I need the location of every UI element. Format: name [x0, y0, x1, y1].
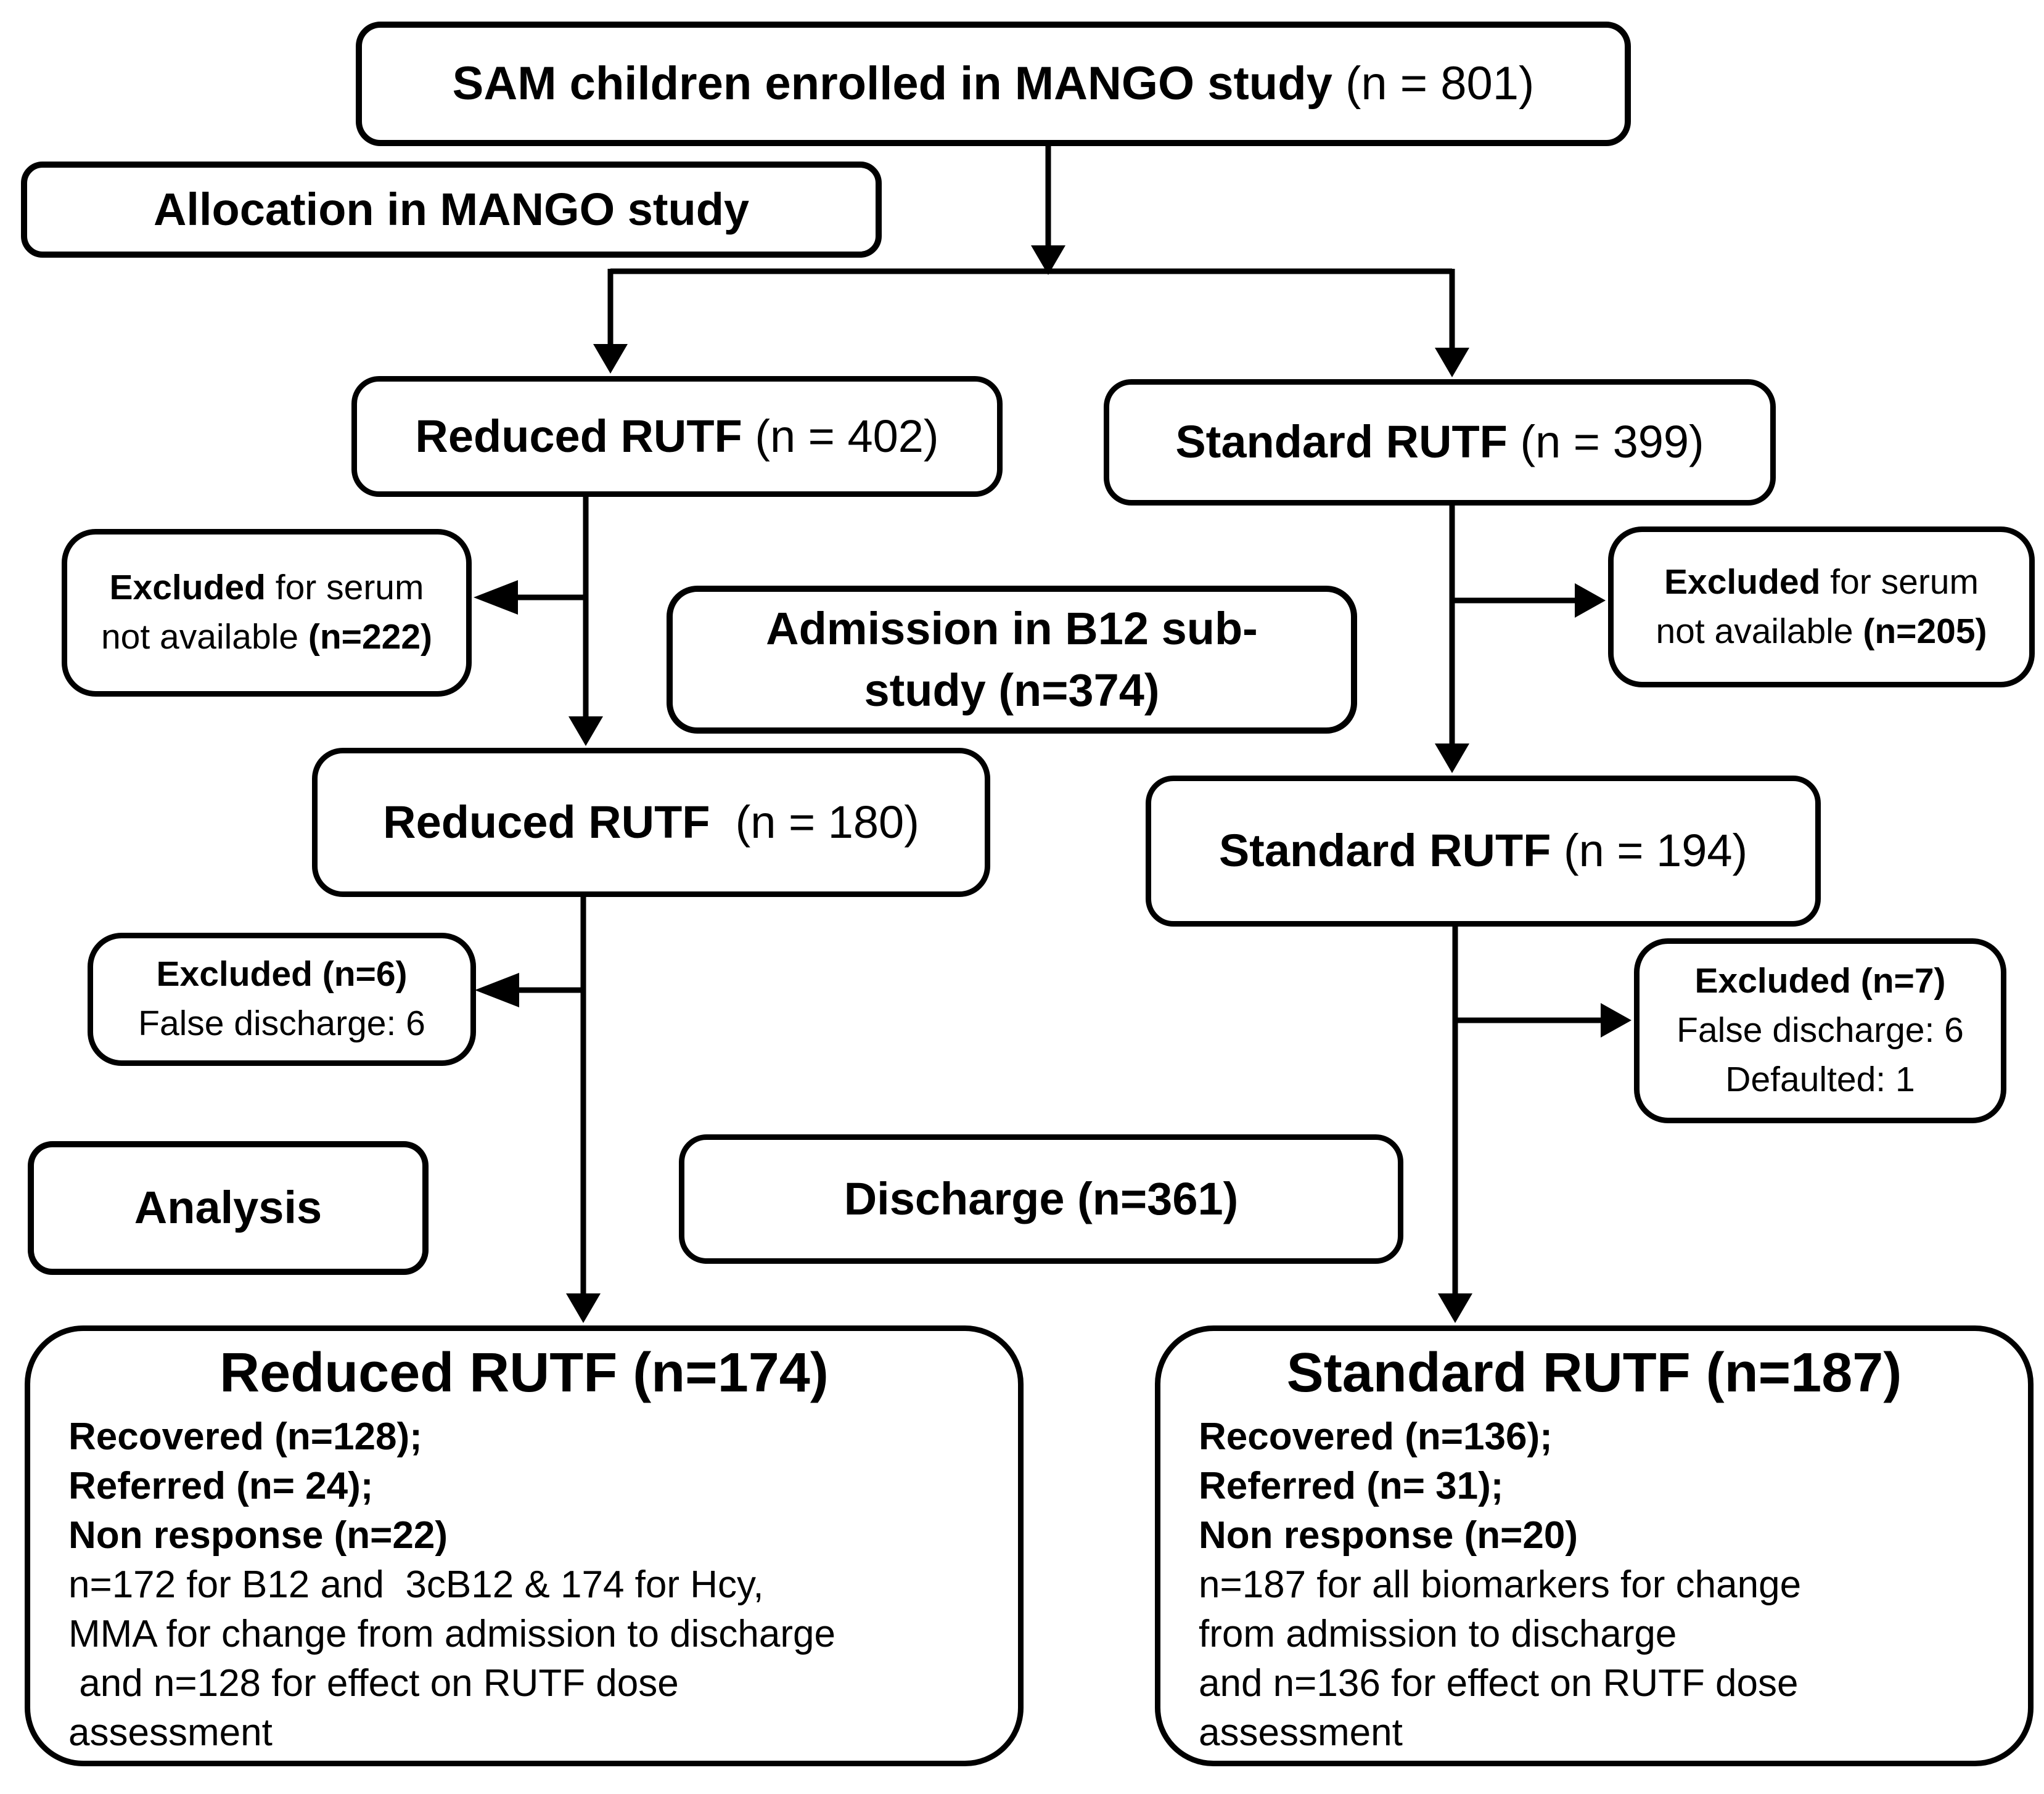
- text-line: MMA for change from admission to dischar…: [68, 1613, 835, 1655]
- text-line: Reduced RUTF (n = 402): [415, 410, 939, 462]
- text-line: Referred (n= 31);: [1199, 1465, 1504, 1507]
- text-line: False discharge: 6: [138, 1004, 425, 1043]
- text-line: SAM children enrolled in MANGO study (n …: [452, 57, 1535, 110]
- node-reduced-rutf-402-text: Reduced RUTF (n = 402): [415, 407, 938, 466]
- node-excluded-7: Excluded (n=7) False discharge: 6 Defaulte…: [1634, 938, 2006, 1123]
- arrowhead-standard194: [1435, 743, 1469, 773]
- node-excluded-222: Excluded for serum not available (n=222): [62, 529, 472, 697]
- node-excluded-205-text: Excluded for serum not available (n=205): [1656, 558, 1987, 657]
- node-excluded-222-text: Excluded for serum not available (n=222): [101, 563, 432, 662]
- text-line: Recovered (n=136);: [1199, 1415, 1553, 1458]
- text-line: assessment: [68, 1711, 273, 1754]
- text-line: and n=136 for effect on RUTF dose: [1199, 1662, 1799, 1705]
- text-line: not available (n=222): [101, 617, 433, 657]
- text-line: Reduced RUTF (n = 180): [383, 796, 919, 848]
- node-phase-allocation-text: Allocation in MANGO study: [154, 180, 749, 239]
- text-line: Excluded for serum: [1664, 562, 1979, 602]
- text-line: Excluded (n=7): [1694, 961, 1946, 1001]
- node-reduced-rutf-180-text: Reduced RUTF (n = 180): [383, 793, 919, 852]
- arrowhead-excluded222: [474, 580, 518, 615]
- text-line: Excluded for serum: [109, 568, 424, 608]
- text-line: False discharge: 6: [1677, 1010, 1964, 1051]
- node-phase-analysis: Analysis: [28, 1141, 429, 1275]
- node-reduced-rutf-402: Reduced RUTF (n = 402): [351, 376, 1003, 497]
- text-line: Admission in B12 sub-: [766, 603, 1258, 655]
- arrowhead-analysis-reduced: [566, 1293, 601, 1323]
- text-line: Standard RUTF (n = 399): [1175, 416, 1704, 468]
- arrowhead-standard399: [1435, 348, 1469, 377]
- node-phase-analysis-text: Analysis: [134, 1178, 322, 1237]
- node-excluded-205: Excluded for serum not available (n=205): [1608, 526, 2035, 687]
- node-standard-rutf-194-text: Standard RUTF (n = 194): [1219, 821, 1747, 880]
- arrowhead-excluded6: [475, 973, 519, 1007]
- text-line: Referred (n= 24);: [68, 1465, 374, 1507]
- text-line: Defaulted: 1: [1725, 1059, 1915, 1099]
- node-enrolled-text: SAM children enrolled in MANGO study (n …: [453, 54, 1535, 115]
- node-standard-rutf-399-text: Standard RUTF (n = 399): [1175, 412, 1704, 472]
- node-analysis-reduced-rutf-174: Reduced RUTF (n=174) Recovered (n=128);R…: [25, 1325, 1024, 1766]
- text-line: Non response (n=20): [1199, 1514, 1578, 1557]
- node-phase-discharge: Discharge (n=361): [679, 1134, 1403, 1264]
- text-line: not available (n=205): [1656, 611, 1987, 651]
- text-line: Allocation in MANGO study: [153, 183, 750, 235]
- text-line: Discharge (n=361): [843, 1173, 1239, 1224]
- node-excluded-7-text: Excluded (n=7) False discharge: 6 Defaulte…: [1677, 957, 1964, 1104]
- arrowhead-excluded205: [1575, 583, 1606, 618]
- arrowhead-excluded7: [1601, 1003, 1632, 1038]
- node-reduced-rutf-180: Reduced RUTF (n = 180): [312, 748, 990, 897]
- arrowhead-reduced180: [568, 716, 603, 746]
- text-line: study (n=374): [864, 665, 1160, 716]
- text-line: Excluded (n=6): [156, 954, 408, 994]
- node-standard-rutf-399: Standard RUTF (n = 399): [1104, 379, 1776, 506]
- node-phase-allocation: Allocation in MANGO study: [21, 162, 882, 258]
- node-excluded-6-text: Excluded (n=6) False discharge: 6: [138, 950, 425, 1049]
- node-enrolled: SAM children enrolled in MANGO study (n …: [356, 22, 1631, 146]
- node-excluded-6: Excluded (n=6) False discharge: 6: [88, 933, 476, 1066]
- node-analysis-standard-title: Standard RUTF (n=187): [1286, 1342, 1902, 1404]
- text-line: n=187 for all biomarkers for change: [1199, 1563, 1802, 1606]
- text-line: from admission to discharge: [1199, 1613, 1677, 1655]
- node-analysis-reduced-title: Reduced RUTF (n=174): [220, 1342, 829, 1404]
- node-analysis-standard-rutf-187: Standard RUTF (n=187) Recovered (n=136);…: [1155, 1325, 2034, 1766]
- arrowhead-split: [1031, 245, 1065, 275]
- node-phase-admission-b12-text: Admission in B12 sub-study (n=374): [766, 598, 1258, 721]
- text-line: Non response (n=22): [68, 1514, 448, 1557]
- node-phase-discharge-text: Discharge (n=361): [844, 1169, 1239, 1229]
- text-line: Standard RUTF (n = 194): [1218, 825, 1748, 877]
- text-line: Recovered (n=128);: [68, 1415, 422, 1458]
- text-line: assessment: [1199, 1711, 1403, 1754]
- text-line: n=172 for B12 and 3cB12 & 174 for Hcy,: [68, 1563, 764, 1606]
- node-analysis-standard-text: Recovered (n=136); Referred (n= 31); Non r…: [1160, 1412, 2028, 1758]
- node-standard-rutf-194: Standard RUTF (n = 194): [1146, 776, 1821, 927]
- node-phase-admission-b12: Admission in B12 sub-study (n=374): [667, 586, 1357, 734]
- text-line: and n=128 for effect on RUTF dose: [68, 1662, 679, 1705]
- arrowhead-analysis-standard: [1438, 1293, 1472, 1323]
- node-analysis-reduced-text: Recovered (n=128); Referred (n= 24); Non r…: [30, 1412, 1018, 1758]
- text-line: Analysis: [134, 1182, 322, 1234]
- arrowhead-reduced402: [593, 344, 628, 374]
